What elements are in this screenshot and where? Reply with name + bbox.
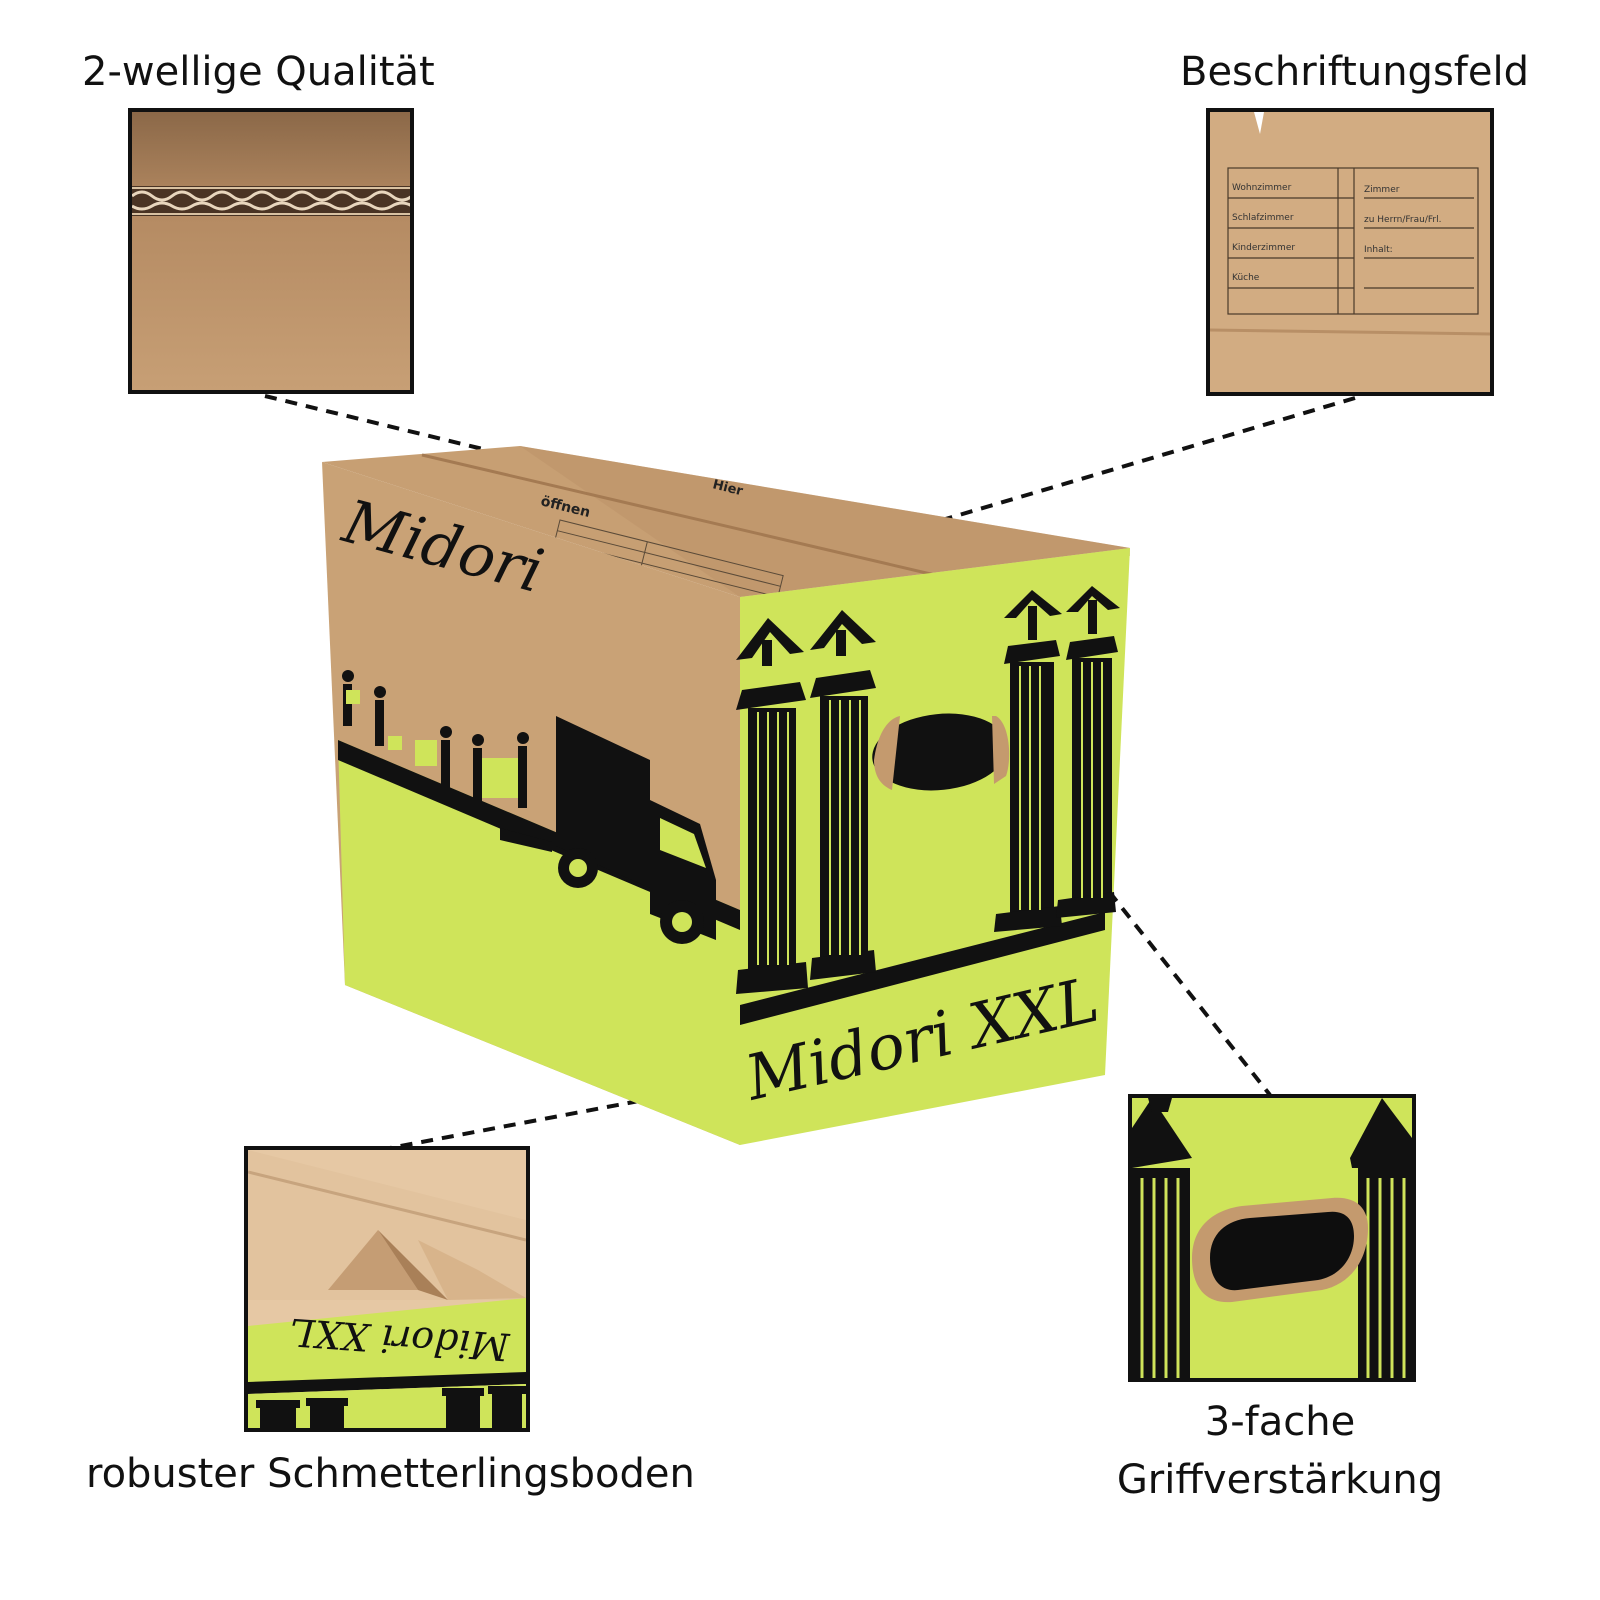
corrugation-image <box>132 112 410 390</box>
label-row-1: Wohnzimmer <box>1232 183 1292 193</box>
movers-silhouettes <box>342 670 529 808</box>
inset-handle <box>1128 1094 1416 1382</box>
callout-handle-line1: 3-fache <box>1204 1399 1356 1445</box>
label-right-row-3: Inhalt: <box>1364 245 1393 255</box>
label-row-4: Küche <box>1232 273 1260 283</box>
truck-icon <box>500 716 716 944</box>
lid-here-text: Hier <box>711 477 745 499</box>
side-lime-band <box>338 740 740 1145</box>
label-field-form: Wohnzimmer Schlafzimmer Kinderzimmer Küc… <box>1210 112 1490 392</box>
callout-label-field: Beschriftungsfeld <box>1180 49 1529 95</box>
inset-label-field: Wohnzimmer Schlafzimmer Kinderzimmer Küc… <box>1206 108 1494 396</box>
label-right-row-2: zu Herrn/Frau/Frl. <box>1364 215 1441 225</box>
callout-handle-line2: Griffverstärkung <box>1116 1457 1444 1503</box>
handle-closeup-image <box>1132 1098 1412 1378</box>
inset-corrugation <box>128 108 414 394</box>
front-handle-hole <box>872 713 1008 791</box>
label-row-3: Kinderzimmer <box>1232 243 1295 253</box>
callout-handle-reinforcement: 3-fache Griffverstärkung <box>1110 1396 1450 1506</box>
callout-butterfly-bottom: robuster Schmetterlingsboden <box>86 1451 695 1497</box>
leader-corrugation <box>264 394 681 499</box>
inset-butterfly-bottom: Midori XXL <box>244 1146 530 1432</box>
callout-corrugation: 2-wellige Qualität <box>82 49 435 95</box>
handle-hole-icon <box>1192 1197 1368 1303</box>
label-row-2: Schlafzimmer <box>1232 213 1294 223</box>
label-right-row-1: Zimmer <box>1364 185 1400 195</box>
leader-bottom <box>389 1095 661 1150</box>
butterfly-bottom-image: Midori XXL <box>248 1150 526 1428</box>
